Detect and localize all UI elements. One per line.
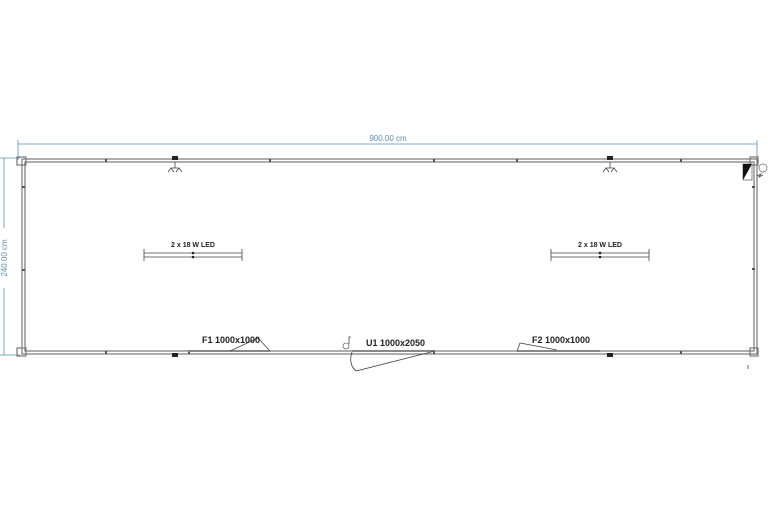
socket-left-icon xyxy=(167,156,183,173)
socket-right-icon xyxy=(602,156,618,173)
height-label: 240.00 cm xyxy=(0,239,9,277)
wall-posts xyxy=(22,159,755,354)
door-u1: U1 1000x2050 xyxy=(342,336,436,372)
walls xyxy=(16,156,759,357)
electrical-panel-icon xyxy=(742,163,768,181)
window-f1: F1 1000x1000 xyxy=(188,335,271,352)
height-dimension: 240.00 cm xyxy=(0,157,20,356)
width-label: 900.00 cm xyxy=(369,134,407,143)
window-f1-label: F1 1000x1000 xyxy=(202,335,260,345)
width-dimension: 900.00 cm xyxy=(17,134,758,160)
window-f2: F2 1000x1000 xyxy=(516,335,600,352)
window-f2-label: F2 1000x1000 xyxy=(532,335,590,345)
light-label: 2 x 18 W LED xyxy=(578,242,622,249)
heater-left-icon xyxy=(172,353,178,357)
light-label: 2 x 18 W LED xyxy=(171,242,215,249)
door-u1-label: U1 1000x2050 xyxy=(366,338,425,348)
heater-right-icon xyxy=(607,353,613,357)
led-light-left: 2 x 18 W LED xyxy=(143,242,243,261)
led-light-right: 2 x 18 W LED xyxy=(550,242,650,261)
